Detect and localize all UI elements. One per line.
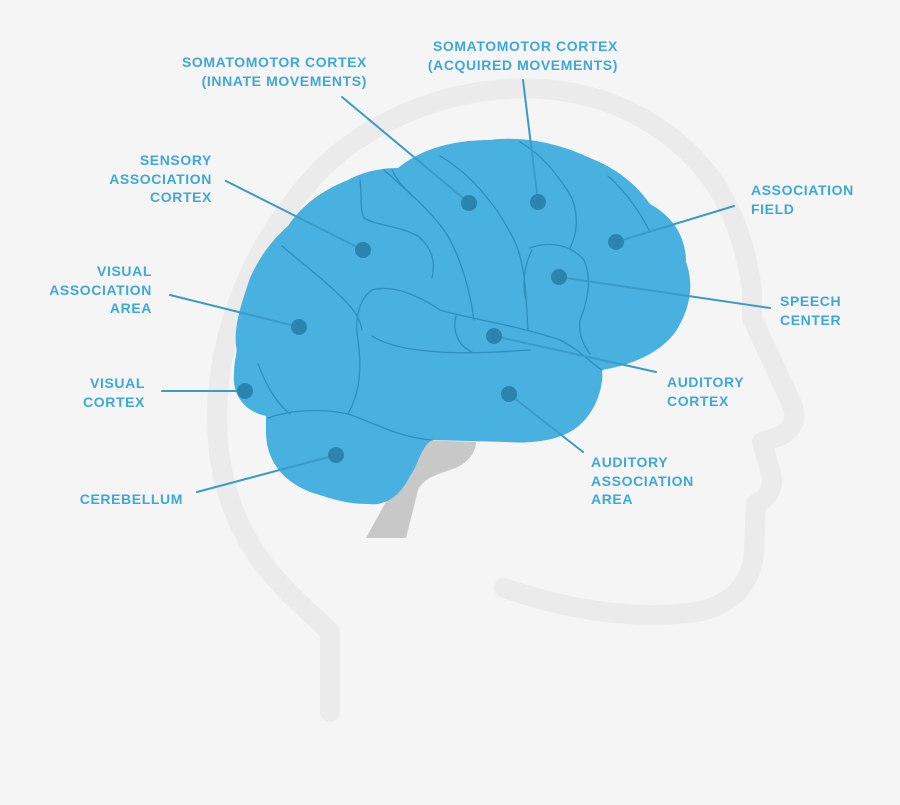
label-line: ASSOCIATION	[49, 281, 152, 298]
leader-association-field	[615, 205, 735, 243]
label-line: (INNATE MOVEMENTS)	[201, 72, 367, 89]
label-line: SOMATOMOTOR CORTEX	[432, 38, 618, 54]
label-line: AREA	[591, 491, 634, 507]
label-line: SOMATOMOTOR CORTEX	[181, 54, 367, 70]
dot-visual-cortex	[237, 383, 253, 399]
parietal-curl	[391, 169, 413, 197]
insula-fold	[454, 315, 473, 353]
leader-sensory-association	[225, 180, 364, 251]
dot-auditory-association	[501, 386, 517, 402]
label-line: AREA	[109, 300, 152, 316]
label-line: (ACQUIRED MOVEMENTS)	[427, 56, 618, 73]
label-speech-center: SPEECH CENTER	[780, 292, 841, 329]
head-outline	[207, 78, 805, 722]
label-line: CEREBELLUM	[79, 491, 183, 507]
label-line: FIELD	[751, 200, 795, 217]
leader-visual-association	[169, 294, 300, 328]
frontal-curl	[523, 249, 533, 301]
label-visual-association: VISUAL ASSOCIATION AREA	[49, 262, 152, 318]
label-line: SPEECH	[780, 293, 842, 309]
label-line: CENTER	[780, 311, 842, 328]
dot-visual-association	[291, 319, 307, 335]
parietal-fold	[359, 179, 435, 279]
label-line: VISUAL	[97, 263, 152, 279]
label-auditory-association: AUDITORY ASSOCIATION AREA	[591, 453, 694, 509]
label-line: CORTEX	[667, 392, 729, 409]
dot-sensory-association	[355, 242, 371, 258]
label-auditory-cortex: AUDITORY CORTEX	[667, 373, 744, 410]
dot-speech-center	[551, 269, 567, 285]
dot-association-field	[608, 234, 624, 250]
precentral-sulcus	[519, 141, 578, 249]
superior-frontal-fold	[607, 175, 651, 233]
region-dots	[237, 194, 624, 463]
label-line: AUDITORY	[667, 374, 745, 390]
occipital-fold	[257, 363, 291, 415]
label-somatomotor-innate: SOMATOMOTOR CORTEX (INNATE MOVEMENTS)	[182, 53, 367, 90]
label-association-field: ASSOCIATION FIELD	[751, 181, 854, 218]
brainstem	[366, 440, 476, 538]
dot-auditory-cortex	[486, 328, 502, 344]
leader-somatomotor-innate	[341, 96, 470, 204]
leader-auditory-cortex	[493, 335, 657, 373]
label-line: SENSORY	[139, 152, 212, 168]
parieto-occipital-fold	[281, 245, 363, 331]
label-line: ASSOCIATION	[751, 182, 854, 198]
label-line: ASSOCIATION	[109, 170, 212, 187]
label-line: CORTEX	[150, 189, 212, 205]
dot-cerebellum	[328, 447, 344, 463]
temporal-fold	[347, 287, 603, 415]
dot-somatomotor-innate	[461, 195, 477, 211]
label-line: VISUAL	[90, 375, 145, 391]
leader-lines	[161, 79, 771, 493]
dot-somatomotor-acquired	[530, 194, 546, 210]
leader-speech-center	[558, 276, 771, 309]
label-line: ASSOCIATION	[591, 472, 694, 489]
label-sensory-association: SENSORY ASSOCIATION CORTEX	[109, 151, 212, 207]
leader-cerebellum	[196, 454, 337, 493]
label-visual-cortex: VISUAL CORTEX	[83, 374, 145, 411]
brain-fissures	[257, 141, 651, 441]
label-line: CORTEX	[83, 393, 145, 410]
label-somatomotor-acquired: SOMATOMOTOR CORTEX (ACQUIRED MOVEMENTS)	[428, 37, 618, 74]
label-cerebellum: CEREBELLUM	[80, 490, 183, 509]
central-sulcus	[439, 155, 529, 331]
frontal-fold	[529, 243, 591, 355]
label-line: AUDITORY	[591, 454, 669, 470]
leader-auditory-association	[508, 393, 584, 453]
leader-somatomotor-acquired	[522, 79, 539, 203]
lateral-sulcus	[371, 335, 531, 354]
